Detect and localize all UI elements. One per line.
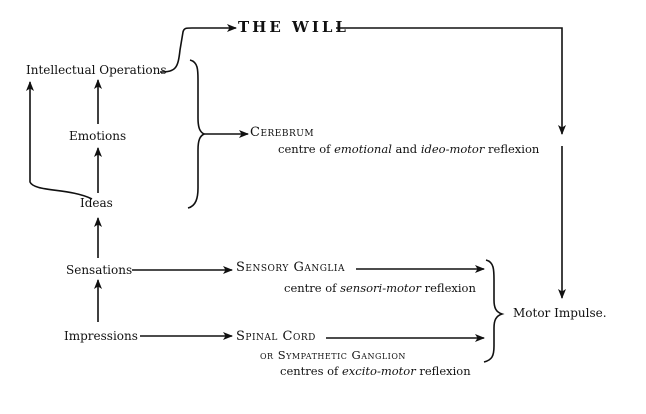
line-will-right: [336, 27, 566, 135]
node-emotions: Emotions: [69, 129, 127, 143]
node-intellectual-operations: Intellectual Operations: [26, 63, 167, 77]
node-motor-impulse: Motor Impulse.: [513, 306, 607, 320]
node-spinal-cord: Spinal Cord: [236, 329, 316, 344]
node-cerebrum: Cerebrum: [250, 125, 315, 140]
brace-cerebrum: [187, 59, 206, 209]
node-sympathetic-ganglion: or Sympathetic Ganglion: [260, 348, 406, 362]
node-ideas: Ideas: [80, 196, 113, 210]
arrow-to-will: [159, 24, 237, 73]
brace-motor: [483, 259, 505, 363]
caption-cerebrum: centre of emotional and ideo-motor refle…: [278, 142, 540, 156]
node-impressions: Impressions: [64, 329, 138, 343]
arrow-ideas-loop: [26, 81, 93, 200]
node-sensory-ganglia: Sensory Ganglia: [236, 260, 345, 275]
caption-sensory: centre of sensori-motor reflexion: [284, 281, 476, 295]
node-sensations: Sensations: [66, 263, 133, 277]
caption-spinal: centres of excito-motor reflexion: [280, 364, 471, 378]
node-the-will: THE WILL: [238, 18, 349, 36]
